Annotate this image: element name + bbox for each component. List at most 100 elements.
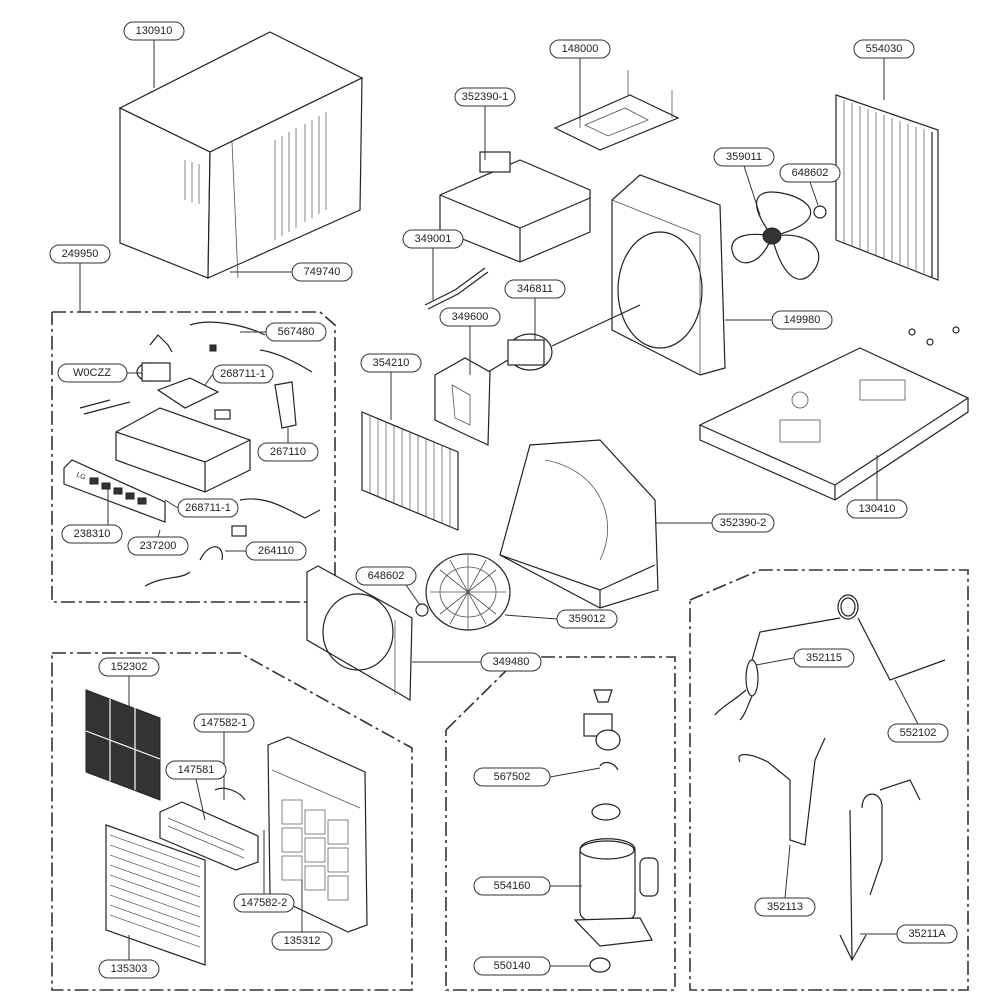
part-tag: 148000	[549, 39, 611, 59]
svg-text:147582-1: 147582-1	[201, 717, 248, 729]
cabinet-part	[118, 31, 364, 279]
part-tag: 147582-1	[193, 713, 255, 733]
base-pan-part	[698, 326, 970, 501]
svg-text:268711-1: 268711-1	[220, 368, 266, 380]
condenser-coil-part	[835, 94, 939, 281]
condenser-fan-part	[731, 191, 827, 280]
svg-text:135312: 135312	[284, 935, 321, 947]
part-tag: 135312	[271, 931, 333, 951]
part-tag: 135303	[98, 959, 160, 979]
svg-text:749740: 749740	[304, 266, 341, 278]
part-tag: 352113	[754, 897, 816, 917]
orifice-panel-part	[306, 565, 413, 702]
svg-text:550140: 550140	[494, 960, 531, 972]
svg-text:349001: 349001	[415, 233, 452, 245]
svg-text:152302: 152302	[111, 661, 148, 673]
part-tag: 152302	[98, 657, 160, 677]
part-tag: 264110	[245, 541, 307, 561]
part-tag: 268711-1	[212, 364, 274, 384]
svg-text:349480: 349480	[493, 656, 530, 668]
top-bracket-part	[553, 70, 680, 151]
svg-text:264110: 264110	[258, 545, 294, 557]
part-tag: 567480	[265, 322, 327, 342]
svg-text:135303: 135303	[111, 963, 148, 975]
part-tag: 552102	[887, 723, 949, 743]
svg-text:554160: 554160	[494, 880, 531, 892]
part-tag: 354210	[360, 353, 422, 373]
svg-text:552102: 552102	[900, 727, 937, 739]
svg-text:648602: 648602	[368, 570, 405, 582]
part-tag: 359011	[713, 147, 775, 167]
svg-text:567480: 567480	[278, 326, 315, 338]
part-tag: 349001	[402, 229, 464, 249]
part-tag: W0CZZ	[57, 363, 128, 383]
svg-text:349600: 349600	[452, 311, 489, 323]
rod-part	[424, 267, 489, 310]
part-tag: 749740	[291, 262, 353, 282]
controls-parts: LG	[63, 321, 321, 587]
fan-shroud-part	[611, 174, 726, 376]
control-panel-buttons	[89, 477, 147, 505]
svg-text:567502: 567502	[494, 771, 531, 783]
part-tag: 567502	[473, 767, 551, 787]
svg-text:147581: 147581	[178, 764, 215, 776]
part-tag: 648602	[779, 163, 841, 183]
svg-text:130910: 130910	[136, 25, 173, 37]
part-tag: 352390-2	[711, 513, 775, 533]
tubing-parts	[714, 594, 946, 962]
svg-text:W0CZZ: W0CZZ	[73, 367, 111, 379]
compressor-parts	[573, 689, 659, 973]
svg-text:352390-1: 352390-1	[462, 91, 509, 103]
svg-text:238310: 238310	[74, 528, 111, 540]
part-tag: 249950	[49, 244, 111, 264]
svg-text:149980: 149980	[784, 314, 821, 326]
svg-text:147582-2: 147582-2	[241, 897, 288, 909]
part-tag: 352390-1	[454, 87, 516, 107]
svg-text:346811: 346811	[517, 283, 553, 295]
part-tag: 147581	[165, 760, 227, 780]
part-tag: 267110	[257, 442, 319, 462]
part-tag: 268711-1	[177, 498, 239, 518]
svg-text:354210: 354210	[373, 357, 410, 369]
blower-wheel-part	[415, 553, 511, 631]
part-tag: 238310	[61, 524, 123, 544]
part-tag: 130910	[123, 21, 185, 41]
part-tag: 554160	[473, 876, 551, 896]
part-tag: 550140	[473, 956, 551, 976]
svg-text:148000: 148000	[562, 43, 599, 55]
evaporator-coil-part	[361, 411, 459, 531]
drain-pan-part	[439, 151, 591, 263]
svg-text:237200: 237200	[140, 540, 177, 552]
part-tag: 35211A	[896, 924, 958, 944]
svg-text:35211A: 35211A	[908, 928, 946, 940]
part-tag: 648602	[355, 566, 417, 586]
svg-text:352115: 352115	[806, 652, 842, 664]
part-tag: 147582-2	[233, 893, 295, 913]
part-tag: 349600	[439, 307, 501, 327]
svg-text:130410: 130410	[859, 503, 896, 515]
svg-text:267110: 267110	[270, 446, 306, 458]
part-tag: 554030	[853, 39, 915, 59]
part-tag: 130410	[846, 499, 908, 519]
part-tag: 149980	[771, 310, 833, 330]
svg-text:554030: 554030	[866, 43, 903, 55]
part-tag: 359012	[556, 609, 618, 629]
svg-text:359011: 359011	[726, 151, 762, 163]
part-tag: 237200	[127, 536, 189, 556]
scroll-housing-part	[499, 439, 659, 609]
part-tags: 130910 749740 249950 567480 W0CZZ 268711…	[49, 21, 958, 979]
part-tag: 349480	[480, 652, 542, 672]
svg-text:352390-2: 352390-2	[720, 517, 767, 529]
svg-text:249950: 249950	[62, 248, 99, 260]
part-tag: 352115	[793, 648, 855, 668]
svg-text:268711-1: 268711-1	[185, 502, 231, 514]
svg-text:352113: 352113	[767, 901, 803, 913]
fan-motor-part	[487, 304, 641, 373]
motor-bracket-part	[434, 357, 491, 446]
part-tag: 346811	[504, 279, 566, 299]
svg-text:648602: 648602	[792, 167, 829, 179]
leader-lines	[79, 40, 919, 967]
control-panel-logo: LG	[75, 471, 86, 481]
svg-text:359012: 359012	[569, 613, 606, 625]
